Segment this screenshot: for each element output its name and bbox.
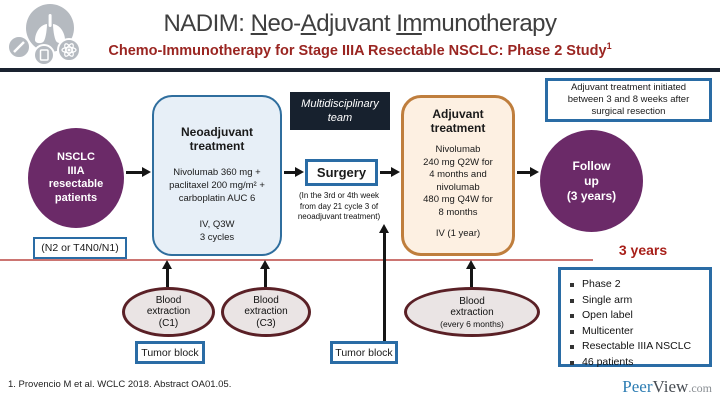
blood-extraction-6mo-label: Blood extraction: [450, 295, 494, 319]
adjuvant-regimen: Nivolumab 240 mg Q2W for 4 months and ni…: [423, 144, 493, 218]
neoadjuvant-schedule: IV, Q3W 3 cycles: [199, 219, 235, 243]
surgery-box: Surgery: [305, 159, 378, 186]
blood-extraction-c3-ellipse: Blood extraction (C3): [221, 287, 311, 337]
header-divider: [0, 68, 720, 72]
arrow-blood-c3-up-icon: [260, 260, 271, 287]
peerview-logo: PeerView.com: [622, 377, 712, 396]
timeline-line: [0, 259, 593, 261]
tumor-block-box-2: Tumor block: [330, 341, 398, 364]
lungs-medical-logo-icon: [7, 4, 81, 65]
adjuvant-schedule: IV (1 year): [435, 228, 481, 239]
blood-extraction-c1-ellipse: Blood extraction (C1): [122, 287, 215, 337]
blood-extraction-6mo-ellipse: Blood extraction (every 6 months): [404, 287, 540, 337]
study-design-list: Phase 2 Single arm Open label Multicente…: [567, 277, 705, 370]
arrow-blood-c1-up-icon: [162, 260, 173, 287]
study-design-item: Multicenter: [567, 324, 705, 340]
patients-circle: NSCLC IIIA resectable patients: [28, 128, 124, 228]
page-subtitle: Chemo-Immunotherapy for Stage IIIA Resec…: [108, 41, 612, 59]
adjuvant-timing-note-box: Adjuvant treatment initiated between 3 a…: [545, 78, 712, 122]
followup-circle: Follow up (3 years): [540, 130, 643, 232]
adjuvant-treatment-box: Adjuvant treatment Nivolumab 240 mg Q2W …: [401, 95, 515, 256]
subtitle-reference-superscript: 1: [606, 41, 612, 51]
surgery-timing-note: (In the 3rd or 4th week from day 21 cycl…: [297, 191, 381, 221]
study-design-item: Open label: [567, 308, 705, 324]
neoadjuvant-title: Neoadjuvant treatment: [180, 125, 253, 153]
arrow-patients-to-neoadjuvant-icon: [126, 167, 151, 178]
arrow-surgery-to-adjuvant-icon: [380, 167, 400, 178]
arrow-tumor-block-to-surgery-icon: [379, 224, 390, 341]
study-design-box: Phase 2 Single arm Open label Multicente…: [558, 267, 712, 370]
study-design-item: Phase 2: [567, 277, 705, 293]
reference-footnote: 1. Provencio M et al. WCLC 2018. Abstrac…: [8, 379, 232, 390]
timeline-duration-label: 3 years: [618, 242, 668, 258]
multidisciplinary-team-box: Multidisciplinary team: [290, 92, 390, 130]
study-design-item: Resectable IIIA NSCLC: [567, 339, 705, 355]
adjuvant-title: Adjuvant treatment: [430, 107, 486, 135]
study-design-item: 46 patients: [567, 355, 705, 371]
patients-stage-note-box: (N2 or T4N0/N1): [33, 237, 127, 259]
arrow-neoadjuvant-to-surgery-icon: [284, 167, 304, 178]
arrow-adjuvant-to-followup-icon: [517, 167, 539, 178]
study-design-item: Single arm: [567, 293, 705, 309]
tumor-block-box-1: Tumor block: [135, 341, 205, 364]
blood-extraction-6mo-frequency: (every 6 months): [440, 318, 504, 329]
neoadjuvant-treatment-box: Neoadjuvant treatment Nivolumab 360 mg +…: [152, 95, 282, 256]
page-title: NADIM: Neo-Adjuvant Immunotherapy: [163, 10, 557, 37]
arrow-blood-6mo-up-icon: [466, 260, 477, 287]
neoadjuvant-regimen: Nivolumab 360 mg + paclitaxel 200 mg/m² …: [169, 167, 265, 204]
